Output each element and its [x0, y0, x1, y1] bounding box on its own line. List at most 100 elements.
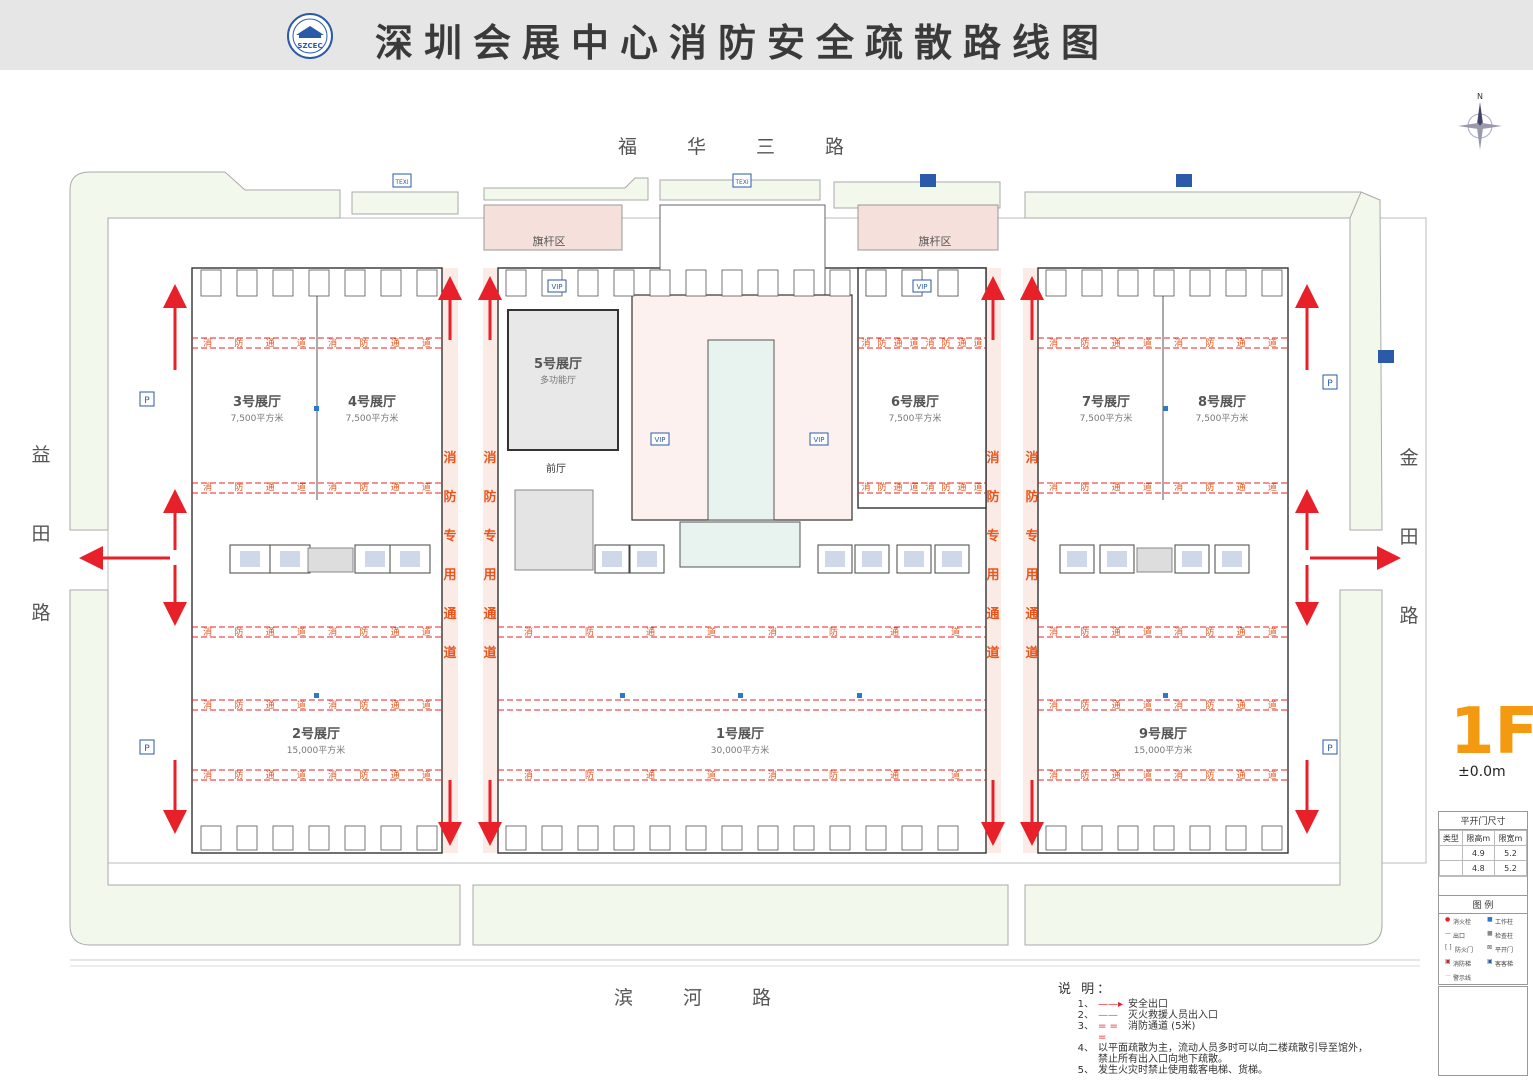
- fire-lane-char: 防: [585, 769, 594, 781]
- toilet-icon: [602, 551, 622, 567]
- road-east-char: 路: [1399, 605, 1419, 627]
- fire-lane-vertical-char: 消: [483, 450, 496, 466]
- toilet-icon: [400, 551, 420, 567]
- door: [577, 269, 599, 297]
- door-size-cell: [1439, 845, 1463, 861]
- legend-item: 检查柱: [1495, 933, 1514, 940]
- hall-area: 15,000平方米: [1134, 744, 1193, 756]
- hall-name: 1号展厅: [716, 727, 764, 742]
- fire-lane-char: 防: [877, 481, 886, 493]
- hall-name: 2号展厅: [292, 727, 340, 742]
- fire-lane-vertical-char: 通: [443, 606, 456, 622]
- toilet-icon: [637, 551, 657, 567]
- door: [1081, 269, 1103, 297]
- door: [793, 269, 815, 297]
- door: [308, 825, 330, 851]
- fire-lane-char: 消: [1049, 626, 1058, 638]
- evacuation-arrows: [79, 276, 1401, 846]
- door: [1117, 269, 1139, 297]
- parking-icon: [139, 391, 155, 407]
- hall-area: 7,500平方米: [1080, 412, 1133, 424]
- fire-lane-char: 道: [909, 481, 918, 493]
- hall-area: 7,500平方米: [346, 412, 399, 424]
- fire-lane-char: 通: [890, 770, 899, 781]
- door: [613, 825, 635, 851]
- fire-lane-vertical-char: 消: [443, 450, 456, 466]
- fire-lane-vertical-char: 防: [443, 489, 456, 505]
- fire-lane-char: 道: [1143, 626, 1152, 638]
- parking-label: P: [144, 396, 150, 406]
- road-west-char: 益: [31, 444, 51, 466]
- plant-room: [307, 547, 354, 573]
- exit-legend-icon: —: [1445, 930, 1451, 937]
- page-title: 深圳会展中心消防安全疏散路线图: [375, 21, 1111, 65]
- fire-lane-char: 通: [893, 338, 902, 349]
- fire-lane-vertical-char: 道: [483, 645, 496, 661]
- fire-lane-vertical-char: 通: [986, 606, 999, 622]
- door: [380, 825, 402, 851]
- toilet-icons: [240, 551, 1242, 567]
- note-text: 禁止所有出入口向地下疏散。: [1098, 1054, 1228, 1065]
- hall-name: 6号展厅: [891, 395, 939, 410]
- fire-lane-char: 消: [1174, 699, 1183, 711]
- fire-lane-char: 道: [1143, 337, 1152, 349]
- fire-lane-char: 防: [359, 481, 368, 493]
- hall-area: 7,500平方米: [1196, 412, 1249, 424]
- bus-sign-icon: [920, 174, 936, 187]
- door: [685, 269, 707, 297]
- vip-badge: [547, 279, 567, 293]
- flag-area-label: 旗杆区: [533, 234, 566, 248]
- szcec-logo: SZCEC: [287, 13, 333, 59]
- note-number: 2、: [1077, 1010, 1094, 1021]
- fire-lane-vertical-char: 通: [1025, 606, 1038, 622]
- fire-lane-char: 道: [707, 769, 716, 781]
- floor-indicator: 1F: [1450, 695, 1533, 769]
- fire-lane-char: 通: [391, 627, 400, 638]
- floor-plan: 旗杆区 旗杆区 前厅: [69, 171, 1427, 967]
- plant-room: [514, 489, 594, 571]
- door-size-grid: 类型 限高m 限宽m 4.9 5.2 4.8 5.2: [1439, 830, 1528, 876]
- fire-lane-char: 防: [1205, 626, 1214, 638]
- door: [613, 269, 635, 297]
- vip-badge: [912, 279, 932, 293]
- fire-lane-char: 道: [422, 769, 431, 781]
- fire-lane-char: 通: [1237, 700, 1246, 711]
- fire-lane-char: 通: [266, 338, 275, 349]
- fire-lane-char: 消: [524, 626, 533, 638]
- toilet-icon: [1182, 551, 1202, 567]
- door: [1153, 269, 1175, 297]
- door-size-header: 类型: [1439, 830, 1463, 846]
- fire-lane-char: 防: [941, 337, 950, 349]
- door: [308, 269, 330, 297]
- fire-lane-char: 通: [1237, 482, 1246, 493]
- column-legend-icon: ■: [1487, 916, 1493, 923]
- note-number: 4、: [1077, 1043, 1094, 1054]
- hall-area: 30,000平方米: [711, 744, 770, 756]
- fire-lane-char: 防: [1205, 481, 1214, 493]
- door: [649, 269, 671, 297]
- hall-5-box: [507, 309, 619, 451]
- fire-lane-char: 通: [391, 338, 400, 349]
- title-bar: SZCEC 深圳会展中心消防安全疏散路线图: [0, 0, 1533, 70]
- fine-print-notes: [1438, 986, 1528, 1076]
- toilet-icon: [280, 551, 300, 567]
- fire-lane-char: 消: [925, 481, 934, 493]
- fire-lane-char: 通: [266, 770, 275, 781]
- fire-lane-char: 道: [422, 337, 431, 349]
- note-row: 5、发生火灾时禁止使用载客电梯、货梯。: [1058, 1065, 1368, 1076]
- elevation-label: ±0.0m: [1458, 764, 1506, 780]
- toilet-icon: [1107, 551, 1127, 567]
- fire-lane-char: 通: [1237, 338, 1246, 349]
- road-north-char: 福: [618, 136, 638, 158]
- door: [416, 269, 438, 297]
- fire-lane-char: 消: [328, 769, 337, 781]
- door: [505, 269, 527, 297]
- fire-lane-char: 消: [861, 337, 870, 349]
- warning-line-legend-icon: —: [1445, 972, 1451, 979]
- door: [344, 269, 366, 297]
- door: [901, 825, 923, 851]
- fire-lane-char: 防: [829, 626, 838, 638]
- door: [757, 825, 779, 851]
- door: [1045, 825, 1067, 851]
